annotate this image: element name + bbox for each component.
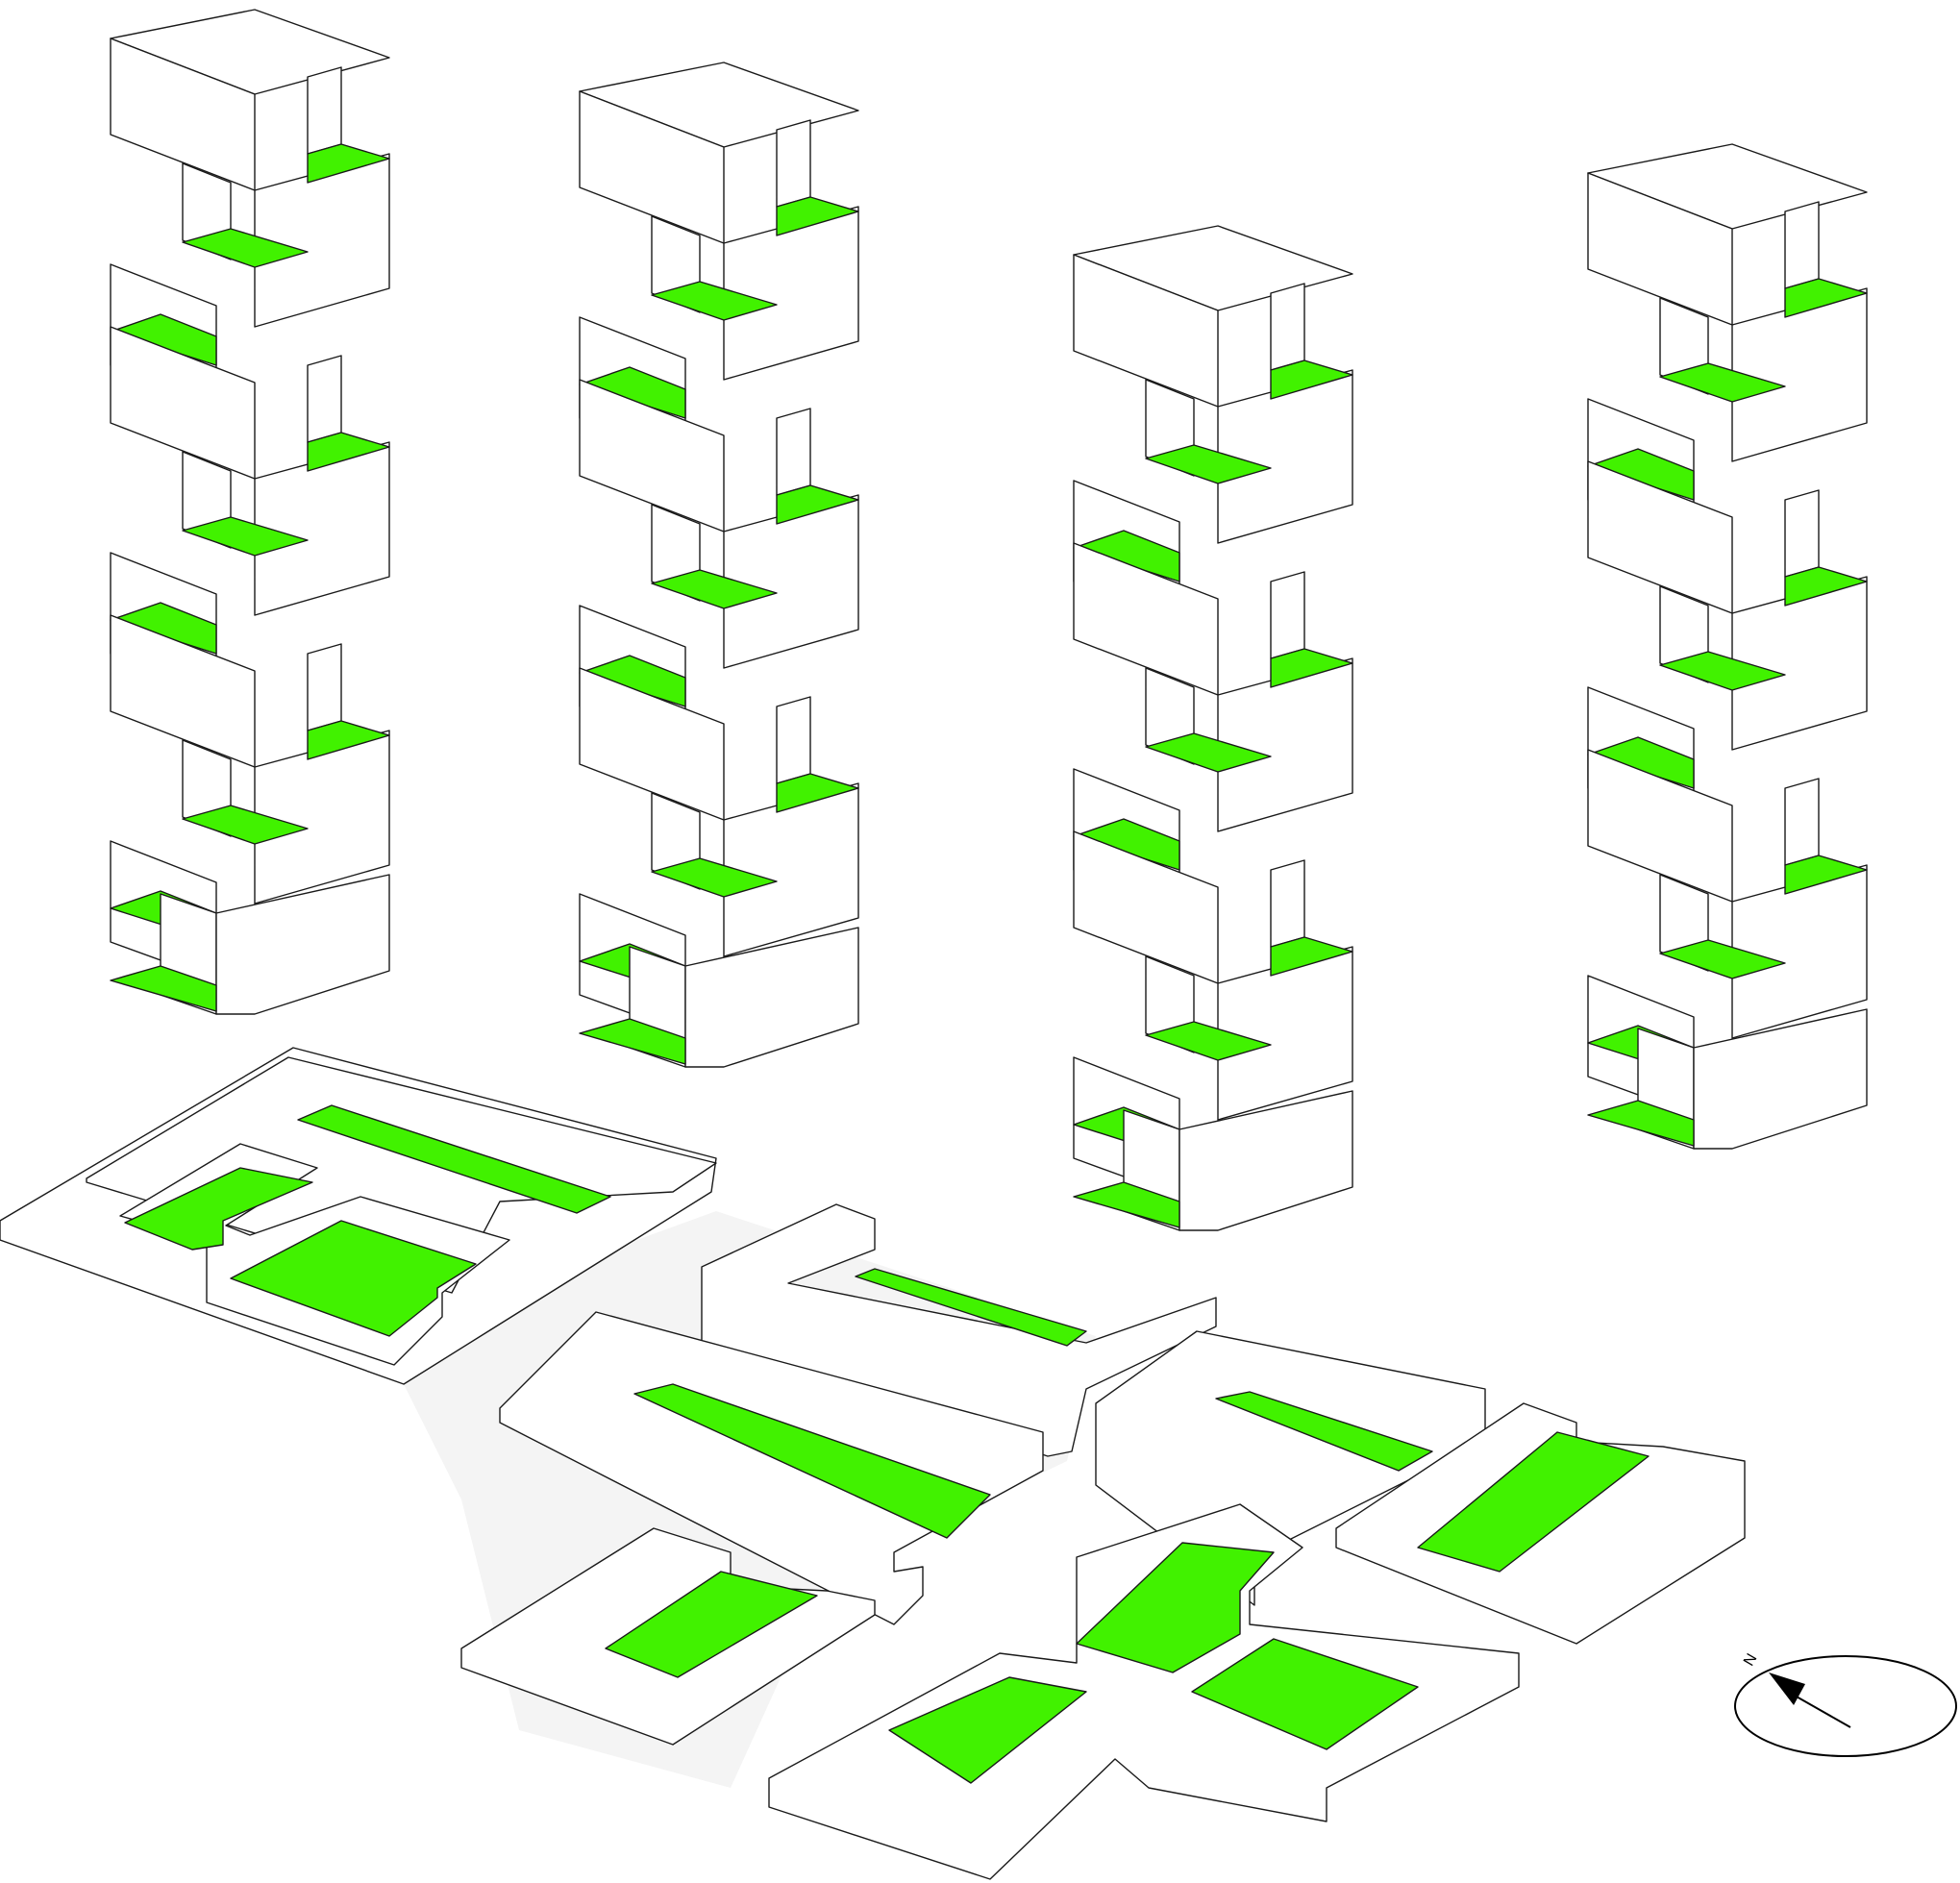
- tower-1-terrace-right-0: [307, 143, 390, 184]
- podium-2-upper-garden: [855, 1268, 1087, 1347]
- tower-2-terrace-base: [579, 1018, 686, 1065]
- tower-1-terrace-base: [110, 965, 217, 1012]
- podium-1-garden-strip: [297, 1104, 611, 1214]
- tower-1-terrace-right-2: [307, 720, 390, 760]
- tower-4: [1587, 143, 1868, 1150]
- podium-4-garden-b: [1191, 1638, 1419, 1750]
- tower-3-column-1: [1270, 571, 1305, 659]
- tower-2-terrace-mid-2: [651, 857, 778, 898]
- podium-4-top-garden: [1215, 1391, 1433, 1472]
- podium-4-garden-a: [1076, 1542, 1275, 1673]
- tower-1-column-1: [307, 355, 342, 443]
- tower-group: [110, 9, 1868, 1231]
- podium-4-right-garden: [1417, 1431, 1650, 1573]
- tower-2-terrace-mid-0: [651, 281, 778, 321]
- tower-2: [579, 62, 859, 1068]
- tower-3-column-0: [1270, 283, 1305, 371]
- tower-4-terrace-right-1: [1784, 566, 1868, 607]
- north-arrow-icon: N: [1734, 1651, 1957, 1757]
- tower-2-column-0: [776, 119, 811, 208]
- tower-3-terrace-mid-0: [1145, 444, 1272, 484]
- tower-4-terrace-right-0: [1784, 278, 1868, 318]
- tower-3-terrace-mid-1: [1145, 732, 1272, 773]
- compass-arrowhead: [1769, 1672, 1805, 1705]
- tower-2-terrace-right-2: [776, 773, 859, 813]
- tower-4-terrace-mid-0: [1659, 362, 1786, 403]
- tower-4-column-2: [1784, 778, 1820, 866]
- podium-4-lower-block: [768, 1503, 1520, 1880]
- tower-3: [1073, 225, 1353, 1231]
- tower-2-terrace-mid-1: [651, 569, 778, 609]
- tower-1-terrace-right-1: [307, 432, 390, 472]
- tower-3-terrace-mid-2: [1145, 1021, 1272, 1061]
- tower-3-terrace-base: [1073, 1181, 1180, 1228]
- tower-3-column-2: [1270, 859, 1305, 948]
- tower-4-terrace-base: [1587, 1100, 1695, 1147]
- podium-3-garden: [605, 1571, 818, 1678]
- tower-1-terrace-mid-1: [182, 516, 309, 557]
- compass-needle: [1787, 1691, 1851, 1728]
- tower-4-column-1: [1784, 489, 1820, 578]
- tower-1-column-2: [307, 643, 342, 731]
- podium-2-upper-block: [701, 1203, 1217, 1457]
- tower-1: [110, 9, 390, 1015]
- podium-1-garden-b: [230, 1220, 477, 1337]
- tower-2-column-1: [776, 408, 811, 496]
- tower-4-terrace-right-2: [1784, 855, 1868, 895]
- podium-2-lower-block: [499, 1311, 1044, 1625]
- tower-3-terrace-right-1: [1270, 648, 1353, 688]
- tower-1-column-0: [307, 66, 342, 155]
- tower-2-column-2: [776, 696, 811, 784]
- podium-group: [0, 1047, 1746, 1880]
- tower-2-terrace-right-1: [776, 484, 859, 525]
- tower-4-terrace-mid-1: [1659, 651, 1786, 691]
- tower-4-terrace-mid-2: [1659, 939, 1786, 979]
- tower-1-terrace-mid-0: [182, 228, 309, 268]
- tower-3-terrace-right-2: [1270, 936, 1353, 977]
- podium-4-garden-c: [888, 1676, 1087, 1784]
- tower-1-terrace-mid-2: [182, 805, 309, 845]
- compass-ring: [1734, 1655, 1957, 1757]
- tower-3-terrace-right-0: [1270, 359, 1353, 400]
- tower-2-terrace-right-0: [776, 196, 859, 236]
- podium-1-garden-a: [124, 1167, 313, 1251]
- podium-2-lower-garden: [633, 1383, 991, 1539]
- tower-4-column-0: [1784, 201, 1820, 289]
